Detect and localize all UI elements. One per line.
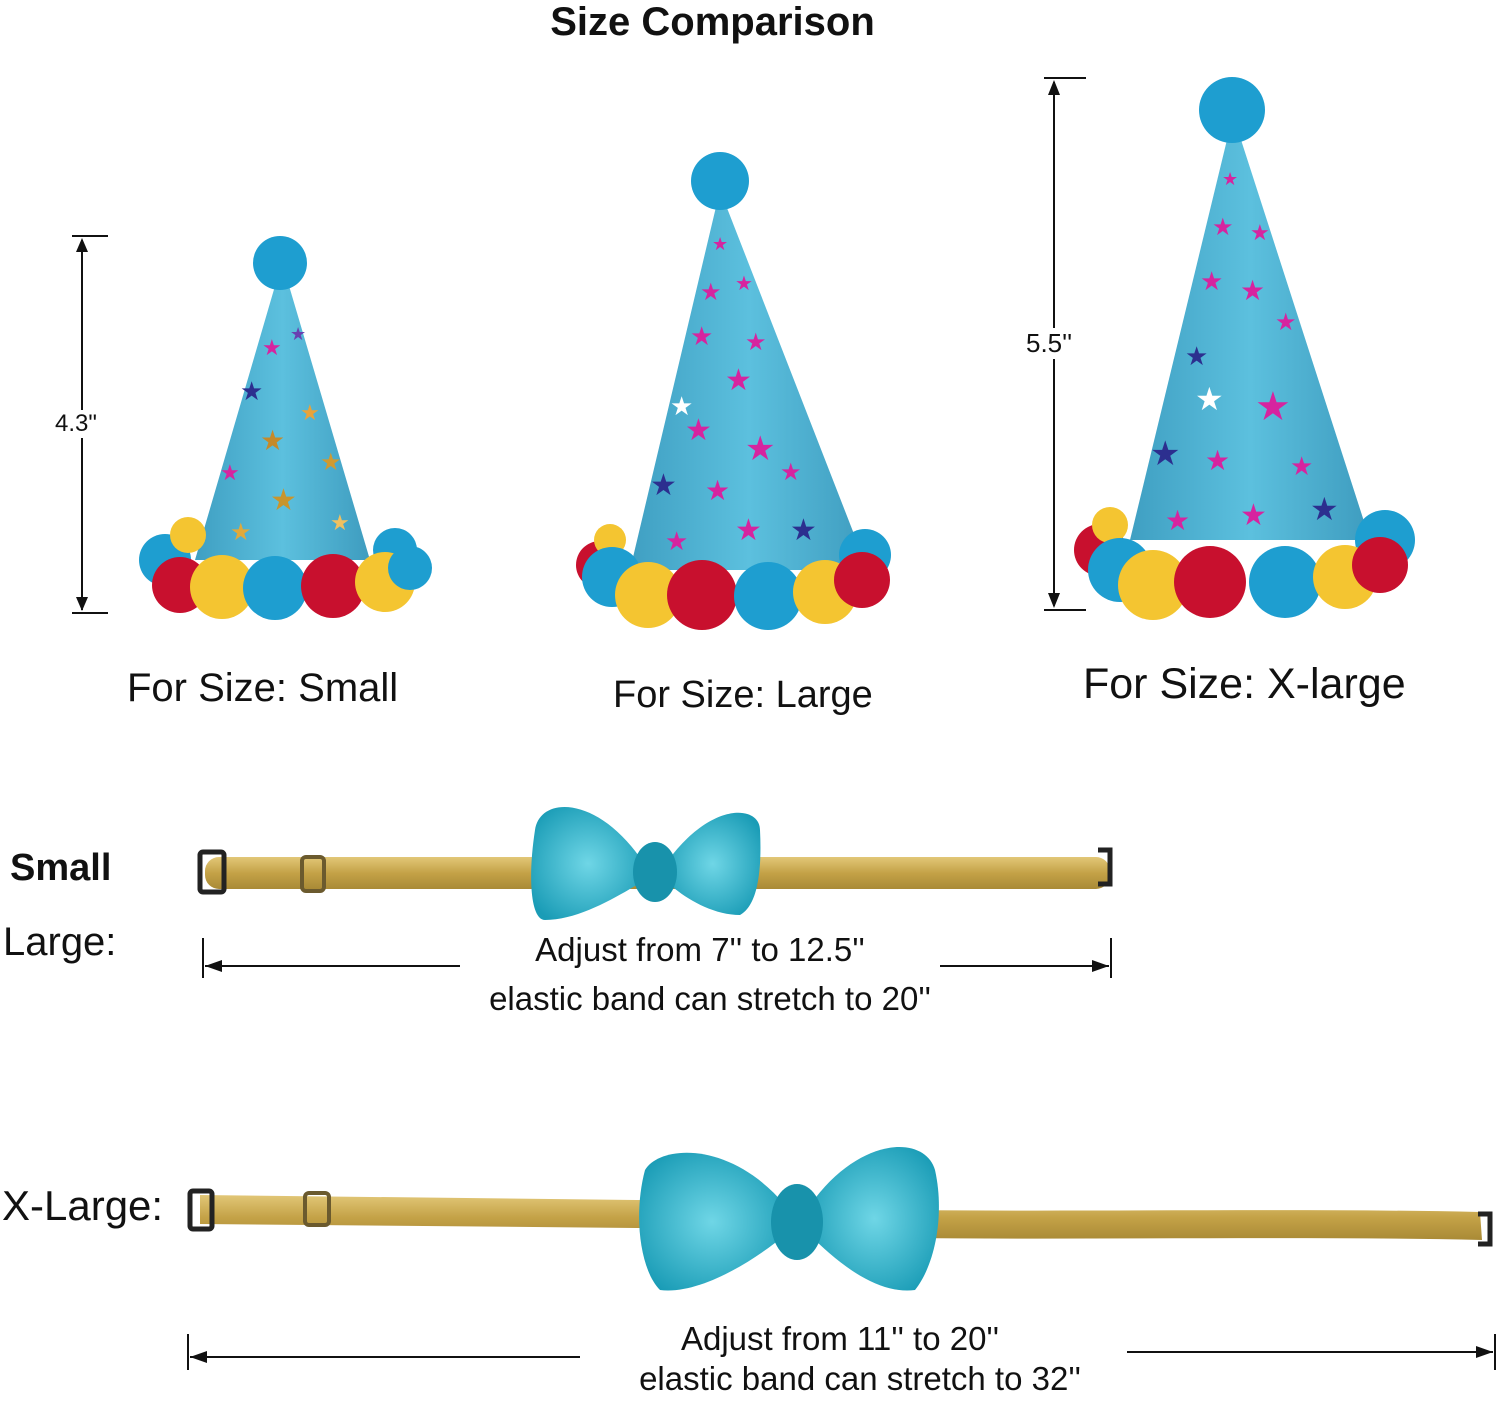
small-hat-height-label: 4.3" <box>55 410 97 438</box>
xlarge-hat-height-label: 5.5'' <box>1026 328 1073 359</box>
page-title: Size Comparison <box>550 0 875 44</box>
svg-text:★: ★ <box>240 376 263 406</box>
svg-text:★: ★ <box>665 526 688 556</box>
hat-label-large: For Size: Large <box>613 674 873 716</box>
small-collar-adjust-text: Adjust from 7'' to 12.5'' <box>535 931 865 968</box>
svg-text:★: ★ <box>220 460 240 485</box>
small-hat: ★ ★ ★ ★ ★ ★ ★ ★ ★ ★ <box>139 236 432 620</box>
xlarge-collar-adjust-text: Adjust from 11'' to 20'' <box>680 1320 1000 1357</box>
svg-text:★: ★ <box>260 425 285 456</box>
xlarge-collar-stretch-text: elastic band can stretch to 32'' <box>639 1360 1081 1397</box>
hat-label-small: For Size: Small <box>127 666 399 710</box>
collar-label-small: Small <box>10 847 112 889</box>
svg-text:★: ★ <box>790 514 817 547</box>
svg-text:★: ★ <box>1275 309 1297 336</box>
small-collar-bow <box>531 807 761 920</box>
svg-text:★: ★ <box>670 391 693 421</box>
xlarge-hat-top-pompom <box>1199 77 1265 143</box>
small-collar-stretch-text: elastic band can stretch to 20'' <box>489 980 931 1017</box>
collar-slider <box>303 1191 331 1227</box>
svg-text:★: ★ <box>1240 499 1267 532</box>
svg-text:★: ★ <box>1240 275 1265 306</box>
xlarge-collar-bow <box>639 1147 939 1291</box>
svg-text:★: ★ <box>230 519 252 546</box>
svg-text:★: ★ <box>1205 445 1230 476</box>
xlarge-collar <box>187 1147 1493 1291</box>
svg-text:★: ★ <box>1185 341 1208 371</box>
collar-label-xlarge: X-Large: <box>2 1182 164 1229</box>
svg-text:★: ★ <box>780 459 802 486</box>
collar-buckle-left <box>187 1188 215 1232</box>
svg-text:★: ★ <box>745 329 767 356</box>
collar-buckle-left <box>197 849 227 895</box>
svg-text:★: ★ <box>685 414 712 447</box>
svg-text:★: ★ <box>745 430 775 468</box>
svg-text:★: ★ <box>1290 451 1313 481</box>
xlarge-collar-length-line <box>187 1334 1496 1370</box>
svg-text:★: ★ <box>700 279 722 306</box>
svg-text:★: ★ <box>1255 385 1291 429</box>
collar-buckle-right <box>1478 1211 1493 1247</box>
svg-text:★: ★ <box>1165 505 1190 536</box>
svg-text:★: ★ <box>1222 169 1238 189</box>
svg-text:★: ★ <box>270 484 297 517</box>
small-collar <box>197 807 1113 920</box>
large-hat: ★ ★ ★ ★ ★ ★ ★ ★ ★ ★ ★ ★ ★ ★ ★ <box>576 152 891 630</box>
svg-text:★: ★ <box>1310 491 1339 527</box>
svg-text:★: ★ <box>300 400 320 425</box>
xlarge-hat-height-line <box>1044 77 1086 611</box>
svg-text:★: ★ <box>650 469 677 502</box>
svg-text:★: ★ <box>320 449 342 476</box>
large-hat-top-pompom <box>691 152 749 210</box>
svg-text:★: ★ <box>705 475 730 506</box>
svg-text:★: ★ <box>330 510 350 535</box>
svg-text:★: ★ <box>712 234 728 254</box>
svg-text:★: ★ <box>735 273 753 295</box>
svg-text:★: ★ <box>1250 220 1270 245</box>
svg-text:★: ★ <box>1195 381 1224 417</box>
xlarge-hat: ★ ★ ★ ★ ★ ★ ★ ★ ★ ★ ★ ★ ★ ★ ★ <box>1074 77 1415 620</box>
svg-text:★: ★ <box>290 324 306 344</box>
collar-buckle-right <box>1098 847 1113 887</box>
svg-text:★: ★ <box>725 364 752 397</box>
svg-text:★: ★ <box>1150 435 1180 473</box>
svg-text:★: ★ <box>1212 214 1234 241</box>
svg-text:★: ★ <box>735 514 762 547</box>
small-collar-length-line <box>202 938 1112 978</box>
svg-text:★: ★ <box>262 335 282 360</box>
svg-text:★: ★ <box>690 321 713 351</box>
collar-label-large: Large: <box>3 920 117 964</box>
hat-label-xlarge: For Size: X-large <box>1083 660 1406 708</box>
small-hat-top-pompom <box>253 236 307 290</box>
svg-text:★: ★ <box>1200 266 1223 296</box>
collar-slider <box>300 855 326 893</box>
